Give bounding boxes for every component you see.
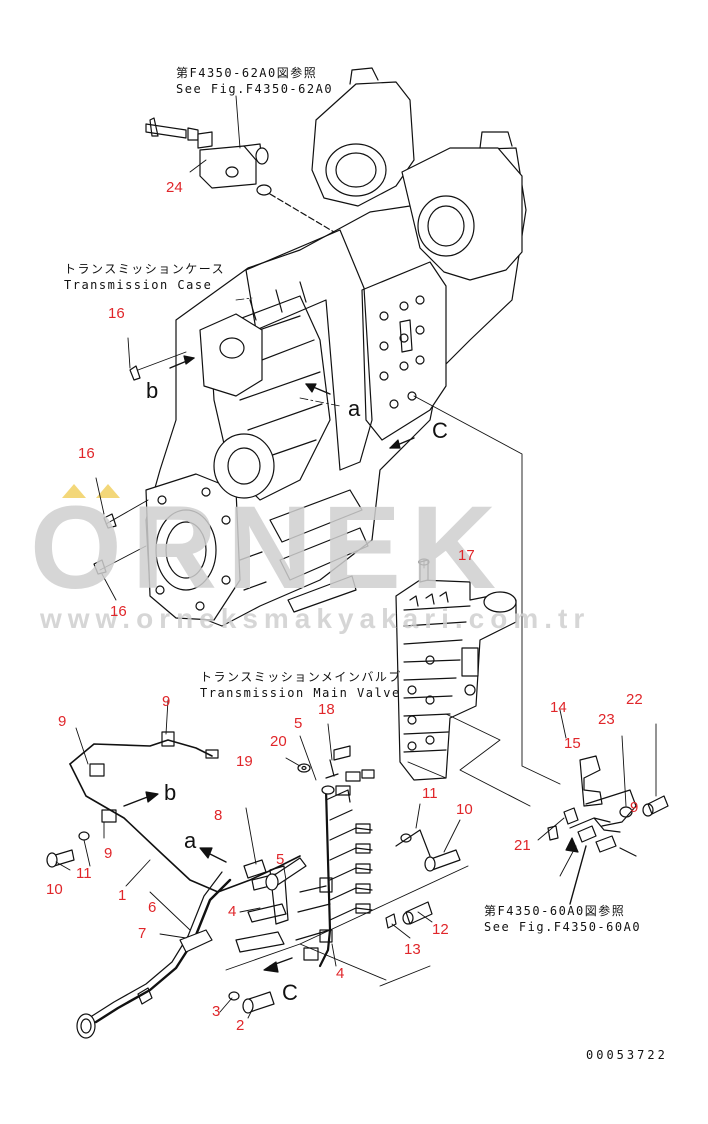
leader-lines <box>55 95 657 1019</box>
part-callout-8: 8 <box>214 807 223 824</box>
part-callout-2: 2 <box>236 1017 245 1034</box>
sensor-harness <box>69 731 301 1039</box>
part-callout-12: 12 <box>432 921 449 938</box>
part-callout-14: 14 <box>550 699 567 716</box>
part-callout-9: 9 <box>162 693 171 710</box>
view-letter-b-lower: b <box>164 780 177 805</box>
view-letter-a-upper: a <box>348 396 361 421</box>
reference-valve-en: Transmission Main Valve <box>200 686 401 700</box>
part-callout-9: 9 <box>630 799 639 816</box>
reference-case-en: Transmission Case <box>64 278 213 292</box>
part-callout-3: 3 <box>212 1003 221 1020</box>
part-callout-4: 4 <box>228 903 237 920</box>
reference-lines <box>235 297 341 407</box>
part-callout-22: 22 <box>626 691 643 708</box>
part-callout-5: 5 <box>294 715 303 732</box>
part-callout-13: 13 <box>404 941 421 958</box>
part-callout-10: 10 <box>456 801 473 818</box>
part-callout-18: 18 <box>318 701 335 718</box>
part-callout-23: 23 <box>598 711 615 728</box>
transmission-case <box>145 67 527 627</box>
view-letter-a-lower: a <box>184 828 197 853</box>
main-valve <box>395 558 517 781</box>
part-callout-24: 24 <box>166 179 183 196</box>
part-callout-16: 16 <box>78 445 95 462</box>
watermark-accent <box>62 484 120 498</box>
part-callout-15: 15 <box>564 735 581 752</box>
view-letter-b-upper: b <box>146 378 159 403</box>
part-callout-5: 5 <box>276 851 285 868</box>
part-callout-21: 21 <box>514 837 531 854</box>
part-callout-4: 4 <box>336 965 345 982</box>
part-callout-9: 9 <box>58 713 67 730</box>
part-callout-7: 7 <box>138 925 147 942</box>
part-callout-17: 17 <box>458 547 475 564</box>
part-callout-16: 16 <box>108 305 125 322</box>
part-callout-20: 20 <box>270 733 287 750</box>
view-arrows <box>123 355 587 973</box>
part-callout-6: 6 <box>148 899 157 916</box>
part-callout-10: 10 <box>46 881 63 898</box>
wiring-harness <box>225 759 469 987</box>
part-callout-19: 19 <box>236 753 253 770</box>
part-callout-11: 11 <box>76 865 92 882</box>
reference-top-jp: 第F4350-62A0図参照 <box>176 66 318 80</box>
reference-valve-jp: トランスミッションメインバルブ <box>200 670 402 684</box>
view-letter-c-upper: C <box>432 418 448 443</box>
drawing-code: 00053722 <box>586 1048 668 1062</box>
part-callout-11: 11 <box>422 785 438 802</box>
watermark-brand: ORNEK <box>30 482 507 614</box>
view-letter-c-lower: C <box>282 980 298 1005</box>
fasteners <box>46 365 669 1014</box>
part-callout-16: 16 <box>110 603 127 620</box>
reference-bottom-en: See Fig.F4350-60A0 <box>484 920 642 934</box>
reference-bottom-jp: 第F4350-60A0図参照 <box>484 904 626 918</box>
sensor-24 <box>145 117 269 189</box>
part-callout-9: 9 <box>104 845 113 862</box>
watermark-url: www.orneksmakyakari.com.tr <box>40 603 591 634</box>
reference-top-en: See Fig.F4350-62A0 <box>176 82 334 96</box>
part-callout-1: 1 <box>118 887 127 904</box>
reference-case-jp: トランスミッションケース <box>64 262 226 276</box>
